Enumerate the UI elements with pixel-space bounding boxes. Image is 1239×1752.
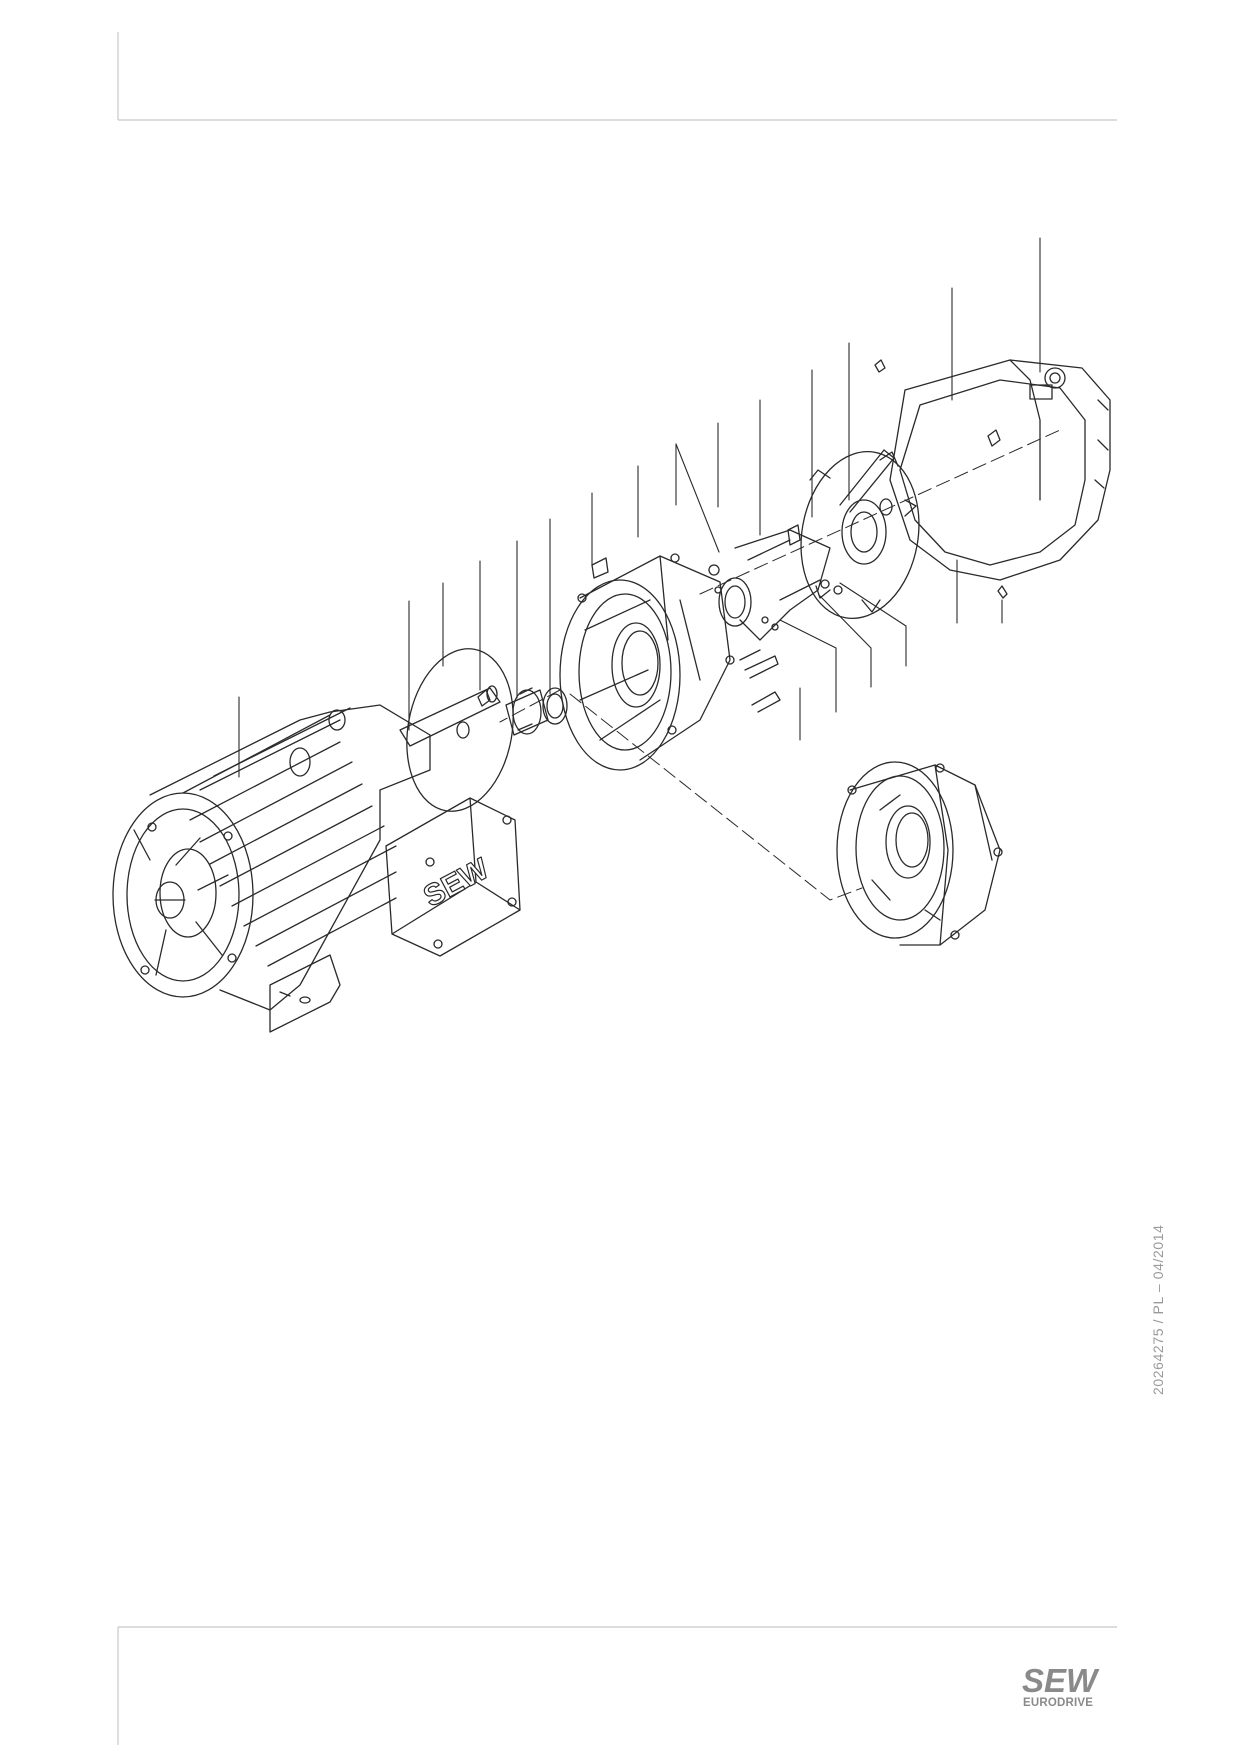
brake-disc <box>406 648 514 812</box>
motor-housing <box>112 685 521 1033</box>
alternative-endshield <box>836 761 1003 946</box>
sew-eurodrive-logo: SEW EURODRIVE <box>1022 1662 1100 1709</box>
header-frame <box>117 32 1117 121</box>
footer-frame <box>117 1626 1117 1745</box>
brake-hub <box>477 687 568 736</box>
leader-lines <box>238 237 1041 778</box>
svg-text:SEW: SEW <box>1022 1662 1100 1699</box>
exploded-motor-diagram: SEW <box>112 237 1111 1033</box>
svg-text:EURODRIVE: EURODRIVE <box>1023 1697 1093 1709</box>
svg-text:SEW: SEW <box>418 852 494 914</box>
fan-guard <box>874 359 1111 599</box>
cooling-fan <box>800 449 920 619</box>
assembly-axis-lines <box>499 429 1061 901</box>
document-code: 20264275 / PL – 04/2014 <box>1150 1224 1166 1395</box>
brake-endshield <box>708 524 843 641</box>
